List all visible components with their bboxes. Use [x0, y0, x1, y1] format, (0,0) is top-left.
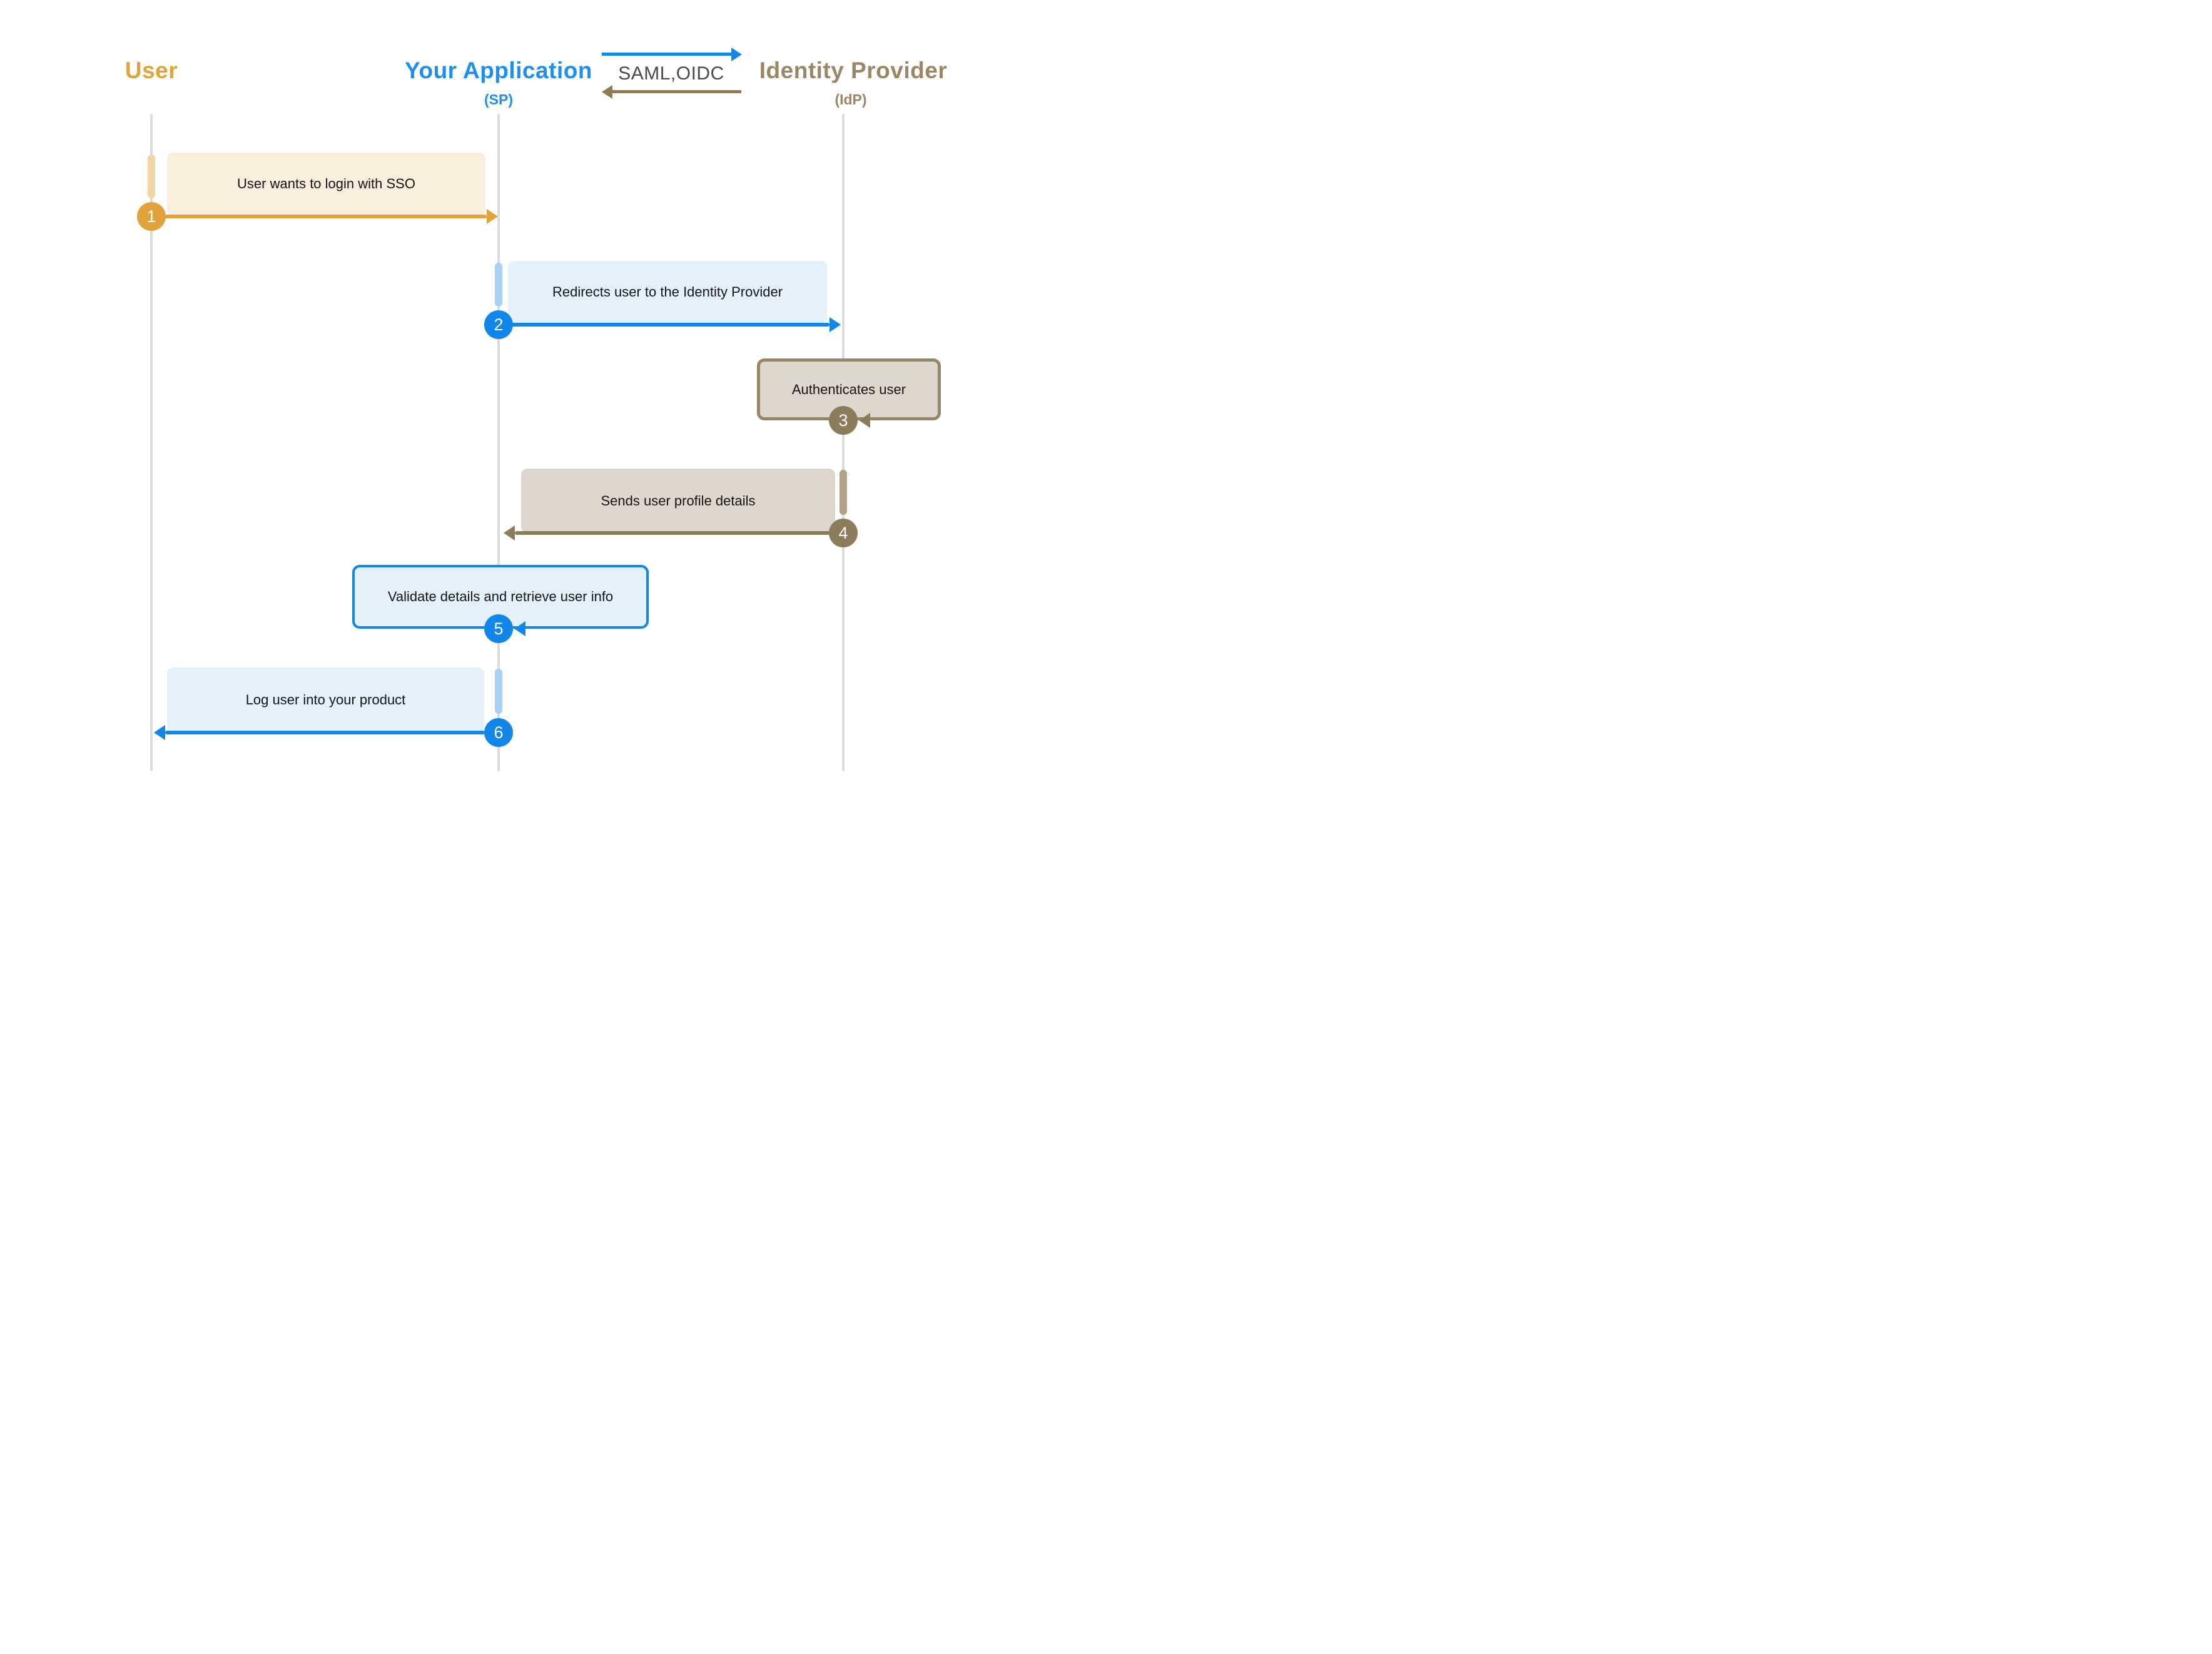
message-box-step4: Sends user profile details: [521, 469, 835, 533]
arrow-line-step4: [515, 531, 831, 535]
activation-bar-idp-step4: [840, 470, 847, 515]
message-box-step6: Log user into your product: [167, 667, 484, 733]
arrow-head-left-step6-icon: [154, 725, 165, 740]
activation-bar-app-step2: [495, 263, 502, 307]
step-number-3: 3: [829, 406, 858, 435]
step-number-4-label: 4: [838, 523, 848, 542]
arrow-line-step6: [165, 731, 485, 734]
activation-bar-user-step1: [148, 155, 155, 198]
message-text-step4: Sends user profile details: [601, 492, 756, 509]
step-number-4: 4: [829, 519, 858, 547]
message-text-step5: Validate details and retrieve user info: [387, 589, 614, 604]
step-number-3-label: 3: [838, 410, 848, 430]
protocol-arrow-left-line: [612, 90, 741, 93]
step-number-6-label: 6: [494, 723, 504, 742]
actor-subtitle-idp: (IdP): [835, 91, 867, 108]
actor-title-user: User: [124, 58, 178, 83]
protocol-label: SAML,OIDC: [618, 63, 724, 84]
lifeline-identity-provider: [842, 114, 845, 771]
step-number-1: 1: [137, 202, 166, 231]
sso-sequence-diagram: User Your Application (SP) Identity Prov…: [0, 0, 1106, 827]
step-number-1-label: 1: [146, 206, 156, 226]
actor-subtitle-sp: (SP): [484, 91, 513, 108]
arrow-line-step1: [161, 215, 487, 218]
actor-title-application: Your Application: [405, 58, 592, 83]
activation-bar-app-step6: [495, 669, 502, 714]
message-text-step3: Authenticates user: [791, 381, 906, 397]
lifeline-user: [150, 114, 153, 771]
message-box-step1: User wants to login with SSO: [167, 153, 485, 215]
message-box-step2: Redirects user to the Identity Provider: [508, 261, 827, 323]
arrow-line-step2: [509, 323, 830, 327]
arrow-head-right-step1-icon: [487, 209, 498, 224]
actor-title-identity-provider: Identity Provider: [759, 58, 948, 83]
arrow-head-left-step5-icon: [514, 621, 525, 636]
step-number-2: 2: [484, 310, 513, 339]
message-text-step1: User wants to login with SSO: [237, 176, 415, 191]
protocol-arrow-left-head-icon: [602, 85, 612, 99]
message-text-step2: Redirects user to the Identity Provider: [552, 283, 783, 300]
arrow-head-left-step4-icon: [504, 525, 515, 540]
lifeline-application: [497, 114, 500, 771]
message-text-step6: Log user into your product: [245, 692, 406, 708]
arrow-head-left-step3-icon: [859, 413, 870, 428]
step-number-2-label: 2: [494, 315, 504, 334]
protocol-arrow-right-head-icon: [731, 48, 742, 61]
step-number-6: 6: [484, 718, 513, 747]
arrow-head-right-step2-icon: [830, 317, 841, 332]
step-number-5: 5: [484, 614, 513, 643]
step-number-5-label: 5: [494, 619, 504, 638]
protocol-arrow-right-line: [602, 53, 731, 56]
